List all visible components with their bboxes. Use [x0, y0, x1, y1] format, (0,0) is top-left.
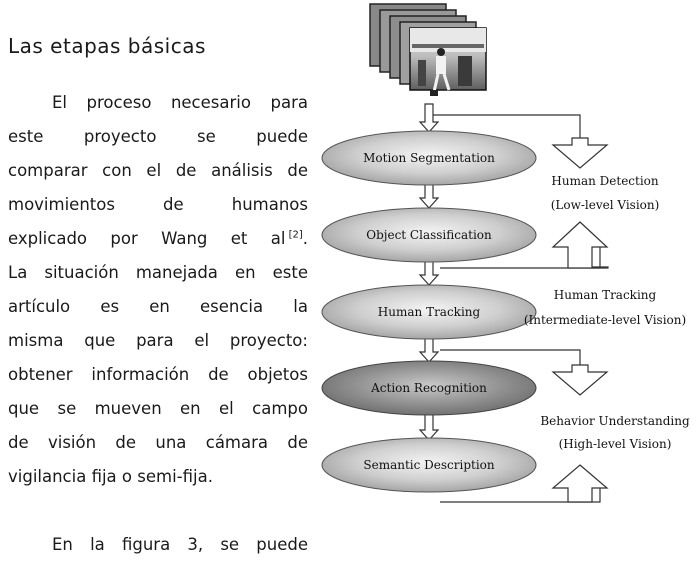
- word: que: [8, 399, 40, 418]
- word: de: [175, 161, 197, 180]
- word: obtener: [8, 365, 73, 384]
- word: que: [84, 331, 116, 350]
- word: de: [287, 433, 308, 452]
- word: humanos: [231, 195, 308, 214]
- word: vigilancia fija o semi-fija.: [8, 467, 213, 486]
- level-title: Behavior Understanding: [540, 414, 690, 428]
- label-human-detection: Human Detection (Low-level Vision): [551, 174, 660, 212]
- stage-label: Action Recognition: [370, 381, 487, 395]
- word: la: [293, 297, 308, 316]
- word: proyecto:: [229, 331, 308, 350]
- word: para: [136, 331, 174, 350]
- word: artículo: [8, 297, 71, 316]
- text-line: vigilancia fija o semi-fija.: [8, 460, 308, 494]
- word: información: [91, 365, 190, 384]
- word: de: [208, 365, 229, 384]
- word: movimientos: [8, 195, 115, 214]
- level-arrows: [551, 137, 609, 503]
- word: se: [196, 127, 216, 146]
- word: manejada: [135, 263, 218, 282]
- word: el: [146, 161, 162, 180]
- word: de: [115, 433, 137, 452]
- word: se: [57, 399, 77, 418]
- stage-label: Human Tracking: [378, 305, 481, 319]
- human-motion-analysis-diagram: Motion Segmentation Object Classificatio…: [321, 3, 690, 503]
- word: explicado: [8, 229, 88, 248]
- label-behavior-understanding: Behavior Understanding (High-level Visio…: [540, 414, 690, 451]
- stage-object-classification: Object Classification: [321, 207, 537, 263]
- stage-human-tracking: Human Tracking: [321, 284, 537, 340]
- text-line: obtener información de objetos: [8, 358, 308, 392]
- word: de: [287, 161, 308, 180]
- word: este: [272, 263, 308, 282]
- word: El: [52, 93, 68, 112]
- word: mueven: [94, 399, 162, 418]
- label-human-tracking: Human Tracking (Intermediate-level Visio…: [524, 288, 686, 327]
- word: en: [234, 263, 256, 282]
- word: para: [270, 93, 308, 112]
- word: esencia: [200, 297, 264, 316]
- word: objetos: [247, 365, 308, 384]
- level-subtitle: (Intermediate-level Vision): [524, 313, 686, 327]
- word: Wang: [161, 229, 208, 248]
- word: situación: [44, 263, 119, 282]
- section-heading: Las etapas básicas: [8, 34, 206, 58]
- word: el: [194, 331, 210, 350]
- word: en: [149, 297, 170, 316]
- word: misma: [8, 331, 64, 350]
- word: necesario: [170, 93, 251, 112]
- word: proceso: [86, 93, 152, 112]
- level-title: Human Tracking: [554, 288, 657, 302]
- word: et: [230, 229, 248, 248]
- word: cámara: [205, 433, 269, 452]
- text-line: movimientos de humanos: [8, 188, 308, 222]
- text-line-with-citation: explicado por Wang et al [2].: [8, 222, 308, 256]
- word: el: [219, 399, 234, 418]
- text-line: misma que para el proyecto:: [8, 324, 308, 358]
- word: campo: [252, 399, 308, 418]
- stage-motion-segmentation: Motion Segmentation: [321, 130, 537, 186]
- stage-semantic-description: Semantic Description: [321, 437, 537, 493]
- word: proyecto: [83, 127, 157, 146]
- text-line: este proyecto se puede: [8, 120, 308, 154]
- connector-lines: [433, 114, 601, 503]
- stage-label: Object Classification: [366, 228, 492, 242]
- word: al [2].: [270, 229, 308, 248]
- citation-ref[interactable]: [2]: [285, 229, 303, 241]
- word: este: [8, 127, 44, 146]
- word: por: [110, 229, 138, 248]
- word: de: [163, 195, 184, 214]
- word: La: [8, 263, 28, 282]
- stage-action-recognition: Action Recognition: [321, 360, 537, 416]
- word: es: [100, 297, 120, 316]
- stage-label: Semantic Description: [363, 458, 495, 472]
- word: una: [155, 433, 187, 452]
- word: con: [102, 161, 132, 180]
- level-subtitle: (Low-level Vision): [551, 198, 660, 212]
- level-subtitle: (High-level Vision): [559, 437, 672, 451]
- stage-label: Motion Segmentation: [363, 151, 495, 165]
- word: en: [180, 399, 201, 418]
- word: análisis: [211, 161, 273, 180]
- text-line: El proceso necesario para: [8, 86, 308, 120]
- video-frames-image: [369, 3, 487, 96]
- word: de: [8, 433, 29, 452]
- word: visión: [47, 433, 97, 452]
- word: comparar: [8, 161, 88, 180]
- word: puede: [256, 127, 308, 146]
- text-line: artículo es en esencia la: [8, 290, 308, 324]
- level-title: Human Detection: [551, 174, 659, 188]
